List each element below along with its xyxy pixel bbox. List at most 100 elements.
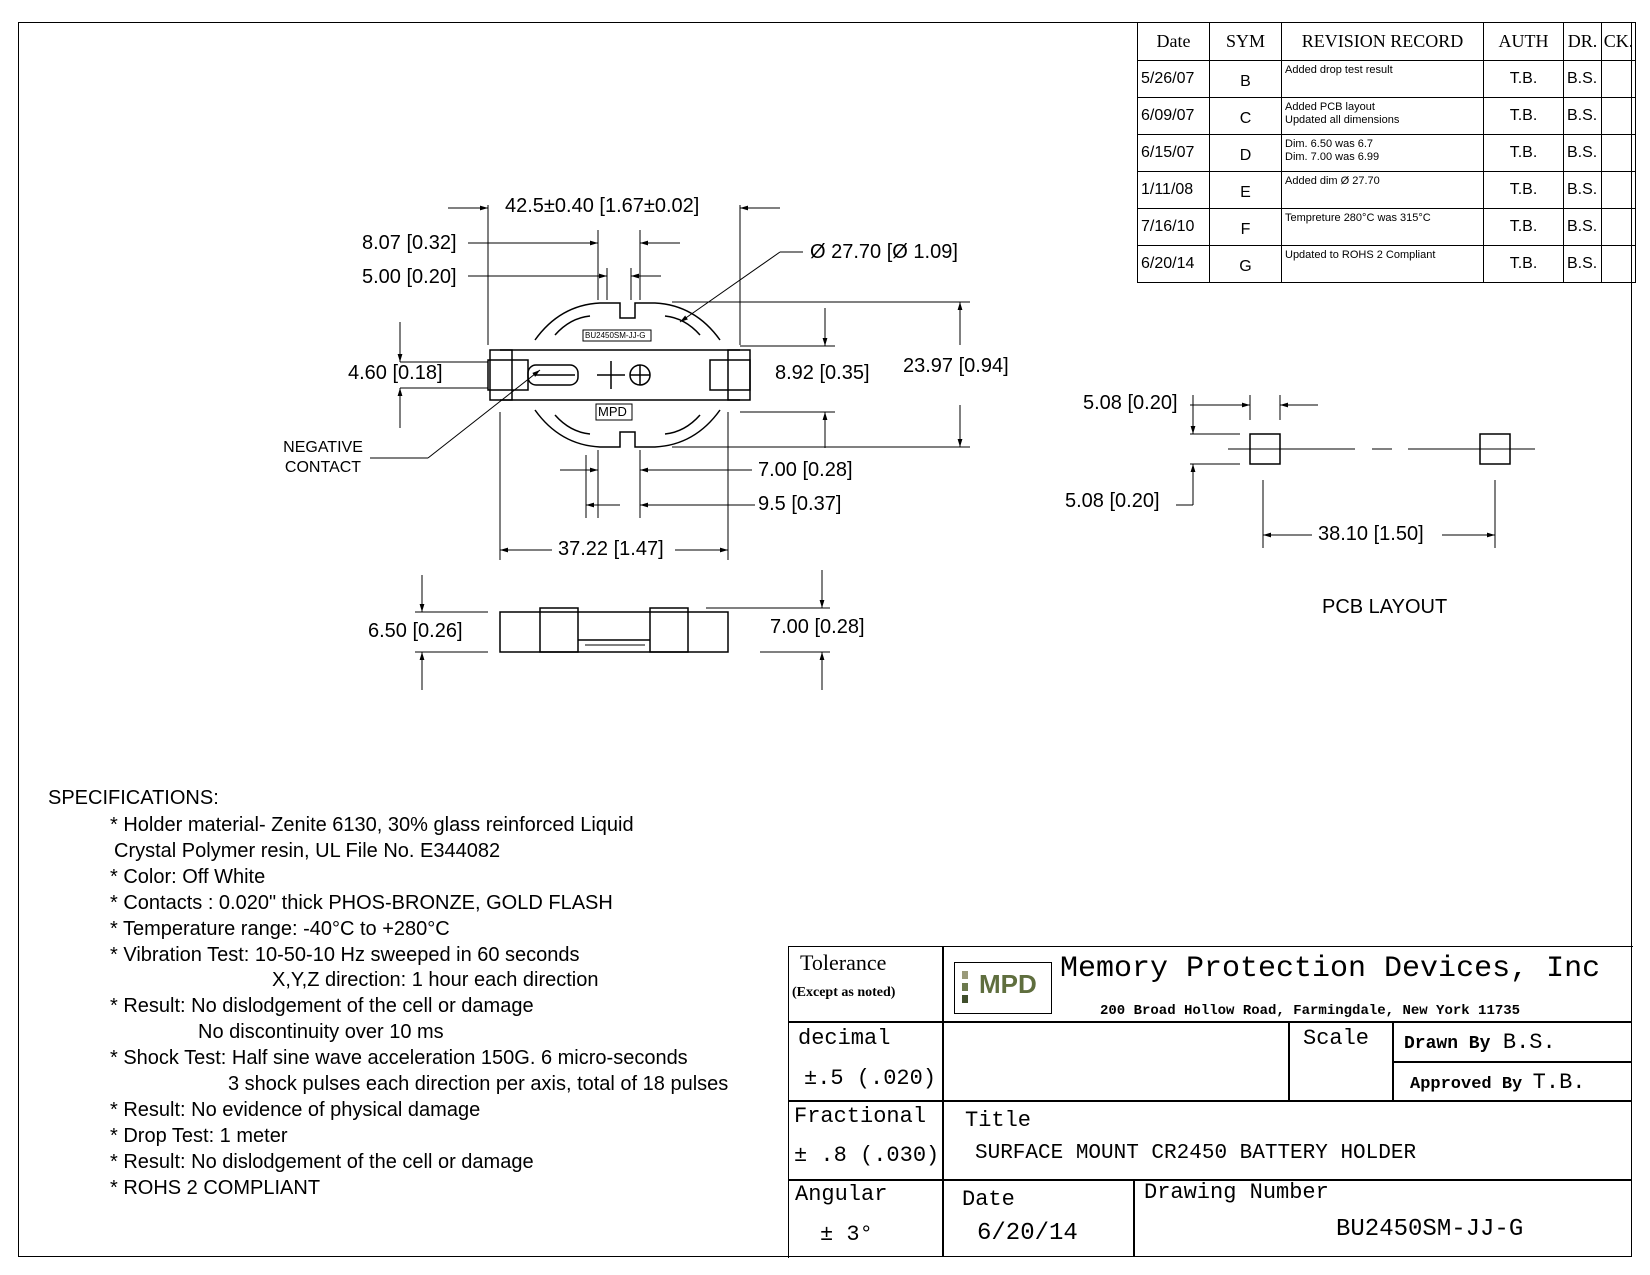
dim-8-07: 8.07 [0.32] xyxy=(362,232,457,254)
scale-label: Scale xyxy=(1303,1026,1370,1051)
rev-dr: B.S. xyxy=(1563,245,1602,283)
spec-line: No discontinuity over 10 ms xyxy=(198,1021,444,1044)
spec-line: * Color: Off White xyxy=(110,865,266,888)
rev-ck xyxy=(1601,245,1636,283)
drawing-title: SURFACE MOUNT CR2450 BATTERY HOLDER xyxy=(975,1142,1417,1165)
company-name: Memory Protection Devices, Inc xyxy=(1060,952,1601,986)
date-label: Date xyxy=(962,1187,1015,1212)
rev-record: Added dim Ø 27.70 xyxy=(1281,171,1484,209)
spec-line: * Temperature range: -40°C to +280°C xyxy=(110,917,450,940)
spec-line: * Result: No evidence of physical damage xyxy=(110,1098,481,1121)
header-auth: AUTH xyxy=(1483,22,1564,61)
decimal-label: decimal xyxy=(798,1026,891,1051)
drawn-by-label: Drawn By xyxy=(1404,1034,1491,1054)
rev-record: Updated to ROHS 2 Compliant xyxy=(1281,245,1484,283)
negative-contact-label: NEGATIVE CONTACT xyxy=(278,438,368,478)
dim-37-22: 37.22 [1.47] xyxy=(558,538,664,560)
dim-4-60: 4.60 [0.18] xyxy=(348,362,443,384)
pcb-layout-pads xyxy=(1228,433,1535,465)
dim-23-97: 23.97 [0.94] xyxy=(903,355,1009,377)
table-row: 7/16/10 F Tempreture 280°C was 315°C T.B… xyxy=(1137,208,1636,246)
specifications-heading: SPECIFICATIONS: xyxy=(48,787,219,809)
title-block xyxy=(788,946,1633,1258)
spec-line: * Vibration Test: 10-50-10 Hz sweeped in… xyxy=(110,943,580,966)
rev-sym: E xyxy=(1209,171,1282,209)
rev-record-line: Added dim Ø 27.70 xyxy=(1285,175,1380,187)
rev-record-line: Updated all dimensions xyxy=(1285,114,1400,126)
spec-line: * Holder material- Zenite 6130, 30% glas… xyxy=(110,814,634,836)
rev-auth: T.B. xyxy=(1483,97,1564,135)
spec-line: * Result: No dislodgement of the cell or… xyxy=(110,995,534,1018)
rev-sym: B xyxy=(1209,60,1282,98)
rev-date: 1/11/08 xyxy=(1137,171,1210,209)
spec-line: * Shock Test: Half sine wave acceleratio… xyxy=(110,1047,688,1070)
rev-record-line: Added drop test result xyxy=(1285,64,1393,76)
rev-date: 6/15/07 xyxy=(1137,134,1210,172)
rev-sym: G xyxy=(1209,245,1282,283)
specifications-list: * Holder material- Zenite 6130, 30% glas… xyxy=(110,813,728,1202)
drawing-number: BU2450SM-JJ-G xyxy=(1336,1216,1524,1243)
spec-line: * Drop Test: 1 meter xyxy=(110,1124,288,1147)
header-sym: SYM xyxy=(1209,22,1282,61)
dim-7-00-top: 7.00 [0.28] xyxy=(758,459,853,481)
revision-table: Date SYM REVISION RECORD AUTH DR. CK. 5/… xyxy=(1137,22,1636,283)
pcb-layout-caption: PCB LAYOUT xyxy=(1322,596,1448,618)
rev-ck xyxy=(1601,60,1636,98)
drawn-by-value: B.S. xyxy=(1502,1030,1556,1055)
negative-contact-line: CONTACT xyxy=(284,459,362,476)
rev-ck xyxy=(1601,134,1636,172)
decimal-value: ±.5 (.020) xyxy=(804,1066,937,1091)
dim-diameter: Ø 27.70 [Ø 1.09] xyxy=(810,241,958,263)
rev-auth: T.B. xyxy=(1483,60,1564,98)
rev-record-line: Dim. 7.00 was 6.99 xyxy=(1285,151,1380,163)
rev-date: 6/20/14 xyxy=(1137,245,1210,283)
revision-header-row: Date SYM REVISION RECORD AUTH DR. CK. xyxy=(1137,22,1636,61)
dim-8-92: 8.92 [0.35] xyxy=(775,362,870,384)
rev-auth: T.B. xyxy=(1483,171,1564,209)
except-noted-label: (Except as noted) xyxy=(792,985,896,1000)
pcb-dim-38-10: 38.10 [1.50] xyxy=(1318,523,1424,545)
spec-line: * ROHS 2 COMPLIANT xyxy=(110,1176,321,1199)
table-row: 5/26/07 B Added drop test result T.B. B.… xyxy=(1137,60,1636,98)
part-number-marking: BU2450SM-JJ-G xyxy=(585,331,646,340)
approved-by-value: T.B. xyxy=(1532,1070,1586,1095)
title-label: Title xyxy=(965,1108,1032,1133)
dim-5-00: 5.00 [0.20] xyxy=(362,266,457,288)
pcb-dim-5-08-b: 5.08 [0.20] xyxy=(1065,490,1160,512)
rev-record-line: Updated to ROHS 2 Compliant xyxy=(1285,249,1436,261)
table-row: 6/20/14 G Updated to ROHS 2 Compliant T.… xyxy=(1137,245,1636,283)
dim-6-50: 6.50 [0.26] xyxy=(368,620,463,642)
rev-record: Added drop test result xyxy=(1281,60,1484,98)
rev-ck xyxy=(1601,97,1636,135)
approved-by: Approved By T.B. xyxy=(1410,1070,1585,1095)
company-address: 200 Broad Hollow Road, Farmingdale, New … xyxy=(1100,1003,1521,1019)
fractional-value: ± .8 (.030) xyxy=(794,1143,940,1168)
angular-label: Angular xyxy=(795,1182,888,1207)
spec-line: Crystal Polymer resin, UL File No. E3440… xyxy=(114,839,501,862)
rev-date: 7/16/10 xyxy=(1137,208,1210,246)
rev-auth: T.B. xyxy=(1483,134,1564,172)
pcb-dim-5-08-a: 5.08 [0.20] xyxy=(1083,392,1178,414)
mpd-logo: MPD xyxy=(954,962,1052,1014)
holder-side-view xyxy=(499,607,729,653)
drawing-number-label: Drawing Number xyxy=(1144,1180,1329,1205)
spec-line: 3 shock pulses each direction per axis, … xyxy=(228,1073,729,1096)
drawn-by: Drawn By B.S. xyxy=(1404,1030,1556,1055)
fractional-label: Fractional xyxy=(794,1104,927,1129)
rev-record-line: Tempreture 280°C was 315°C xyxy=(1285,212,1431,224)
mpd-logo-text: MPD xyxy=(979,969,1037,999)
rev-record-line: Dim. 6.50 was 6.7 xyxy=(1285,138,1374,150)
header-ck: CK. xyxy=(1601,22,1636,61)
rev-sym: F xyxy=(1209,208,1282,246)
dim-7-00-side: 7.00 [0.28] xyxy=(770,616,865,638)
approved-by-label: Approved By xyxy=(1410,1075,1523,1094)
rev-dr: B.S. xyxy=(1563,134,1602,172)
rev-auth: T.B. xyxy=(1483,245,1564,283)
spec-line: X,Y,Z direction: 1 hour each direction xyxy=(272,969,599,992)
spec-line: * Result: No dislodgement of the cell or… xyxy=(110,1150,534,1173)
